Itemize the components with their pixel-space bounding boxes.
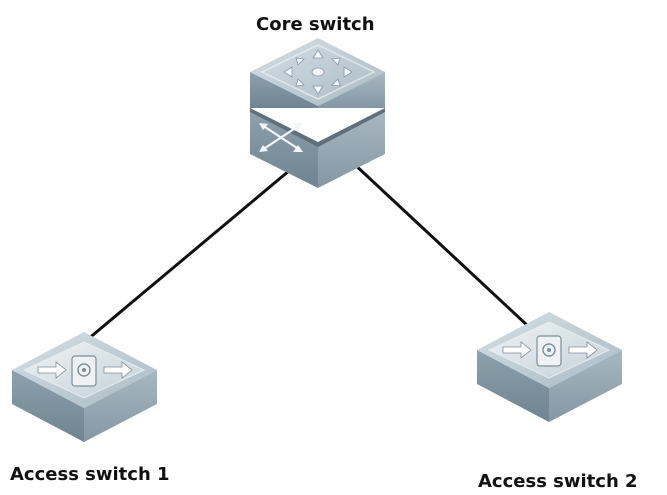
core-switch-icon bbox=[250, 38, 385, 188]
access-switch-icon bbox=[477, 312, 622, 422]
core-switch-label: Core switch bbox=[256, 14, 375, 35]
access-switch-2-label: Access switch 2 bbox=[478, 471, 638, 492]
link-core-access2 bbox=[350, 160, 530, 328]
access-switch-1-label: Access switch 1 bbox=[10, 464, 170, 485]
link-core-access1 bbox=[74, 168, 291, 352]
access-switch-icon bbox=[12, 332, 157, 442]
